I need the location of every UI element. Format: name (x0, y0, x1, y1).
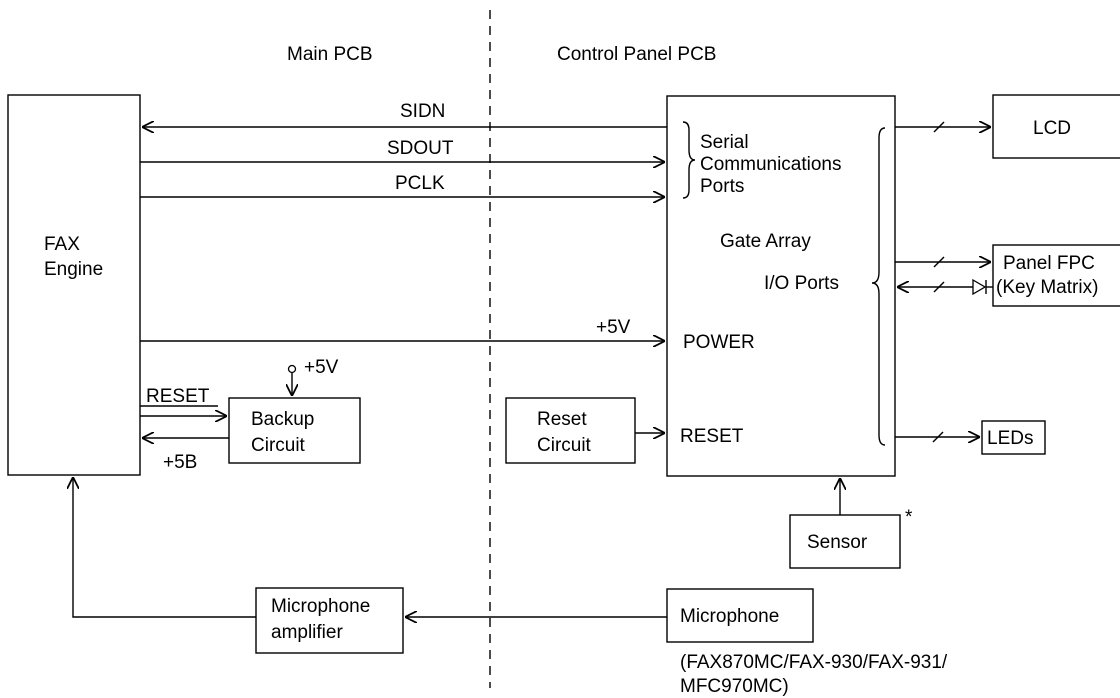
sensor-label: Sensor (807, 532, 868, 553)
panel-fpc-label-line1: Panel FPC (1003, 253, 1095, 274)
sensor-block (789, 514, 901, 569)
main-pcb-label: Main PCB (287, 44, 373, 65)
serial-ports-label-line2: Communications (700, 154, 842, 175)
fax-engine-label-line1: FAX (44, 234, 80, 255)
pclk-label: PCLK (395, 173, 445, 194)
plus5b-label: +5B (163, 452, 197, 473)
reset-circuit-label-line2: Circuit (537, 435, 592, 456)
serial-ports-label-line1: Serial (700, 132, 749, 153)
panel-fpc-in-slash (933, 281, 945, 293)
leds-bus-slash (932, 431, 944, 443)
fax-engine-label-line2: Engine (44, 259, 103, 280)
diode-icon (972, 278, 987, 296)
plus5v-supply-terminal (287, 364, 297, 374)
lcd-bus-slash (933, 121, 945, 133)
sensor-asterisk: * (905, 507, 913, 528)
sidn-label: SIDN (400, 101, 445, 122)
microphone-models-line1: (FAX870MC/FAX-930/FAX-931/ (680, 652, 948, 673)
lcd-label: LCD (1033, 118, 1071, 139)
sdout-label: SDOUT (387, 138, 454, 159)
serial-ports-label-line3: Ports (700, 176, 744, 197)
leds-block (981, 420, 1046, 455)
lcd-block (992, 94, 1120, 159)
panel-fpc-out-slash (933, 256, 945, 268)
control-panel-pcb-label: Control Panel PCB (557, 44, 716, 65)
reset-pin-label: RESET (680, 426, 744, 447)
leds-label: LEDs (987, 428, 1033, 449)
amplifier-to-fax-engine-line (73, 477, 256, 618)
microphone-amplifier-block (255, 587, 404, 654)
panel-fpc-label-line2: (Key Matrix) (996, 277, 1098, 298)
backup-circuit-label-line1: Backup (251, 409, 314, 430)
plus5v-supply-label: +5V (304, 357, 339, 378)
backup-circuit-label-line2: Circuit (251, 435, 306, 456)
backup-reset-label: RESET (146, 386, 210, 407)
gate-array-title: Gate Array (720, 231, 811, 252)
microphone-amplifier-label-line1: Microphone (271, 596, 370, 617)
io-ports-brace (871, 127, 886, 446)
power-5v-label: +5V (596, 317, 631, 338)
backup-circuit-block (228, 397, 361, 464)
microphone-amplifier-label-line2: amplifier (271, 622, 343, 643)
microphone-label: Microphone (680, 606, 779, 627)
microphone-models-line2: MFC970MC) (680, 676, 789, 697)
gate-array-block (666, 95, 896, 477)
power-pin-label: POWER (683, 332, 755, 353)
panel-fpc-block (992, 244, 1120, 307)
reset-circuit-label-line1: Reset (537, 409, 587, 430)
reset-circuit-block (505, 397, 636, 464)
microphone-block (666, 588, 814, 643)
io-ports-label: I/O Ports (764, 273, 839, 294)
serial-ports-brace (682, 121, 696, 199)
fax-engine-block (7, 94, 141, 476)
